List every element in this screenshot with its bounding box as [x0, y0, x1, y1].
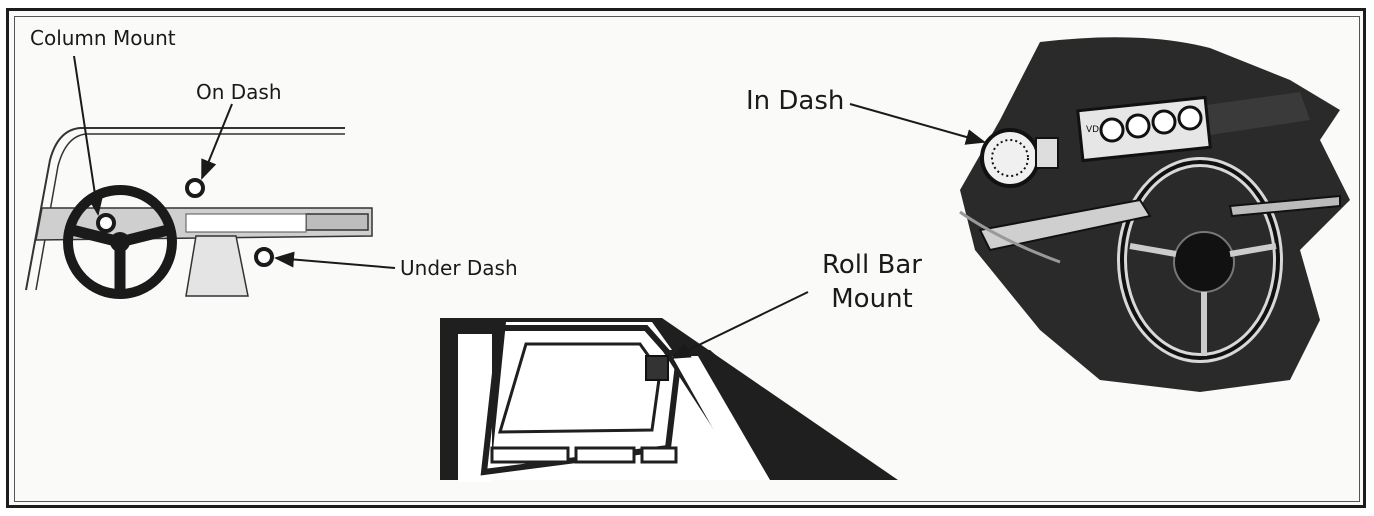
roll-bar-gauge: [645, 355, 669, 381]
under-dash-label: Under Dash: [400, 256, 518, 280]
on-dash-label: On Dash: [196, 80, 282, 104]
roll-bar-mount-label-line1: Roll Bar: [822, 250, 922, 280]
in-dash-label: In Dash: [746, 86, 845, 116]
on-dash-gauge: [185, 178, 205, 198]
in-dash-photo: VDO: [849, 37, 1350, 392]
vdo-badge: VDO: [1086, 125, 1106, 135]
dashboard-drawing: [25, 55, 396, 299]
roll-bar-mount-label-line2: Mount: [831, 284, 913, 314]
in-dash-tachometer: [980, 128, 1040, 188]
diagram-inner-border: [14, 16, 1360, 502]
column-mount-label: Column Mount: [30, 26, 176, 50]
steering-wheel: [63, 185, 177, 299]
under-dash-gauge: [254, 247, 274, 267]
column-mount-gauge: [96, 213, 116, 233]
roll-bar-drawing: [440, 291, 898, 482]
